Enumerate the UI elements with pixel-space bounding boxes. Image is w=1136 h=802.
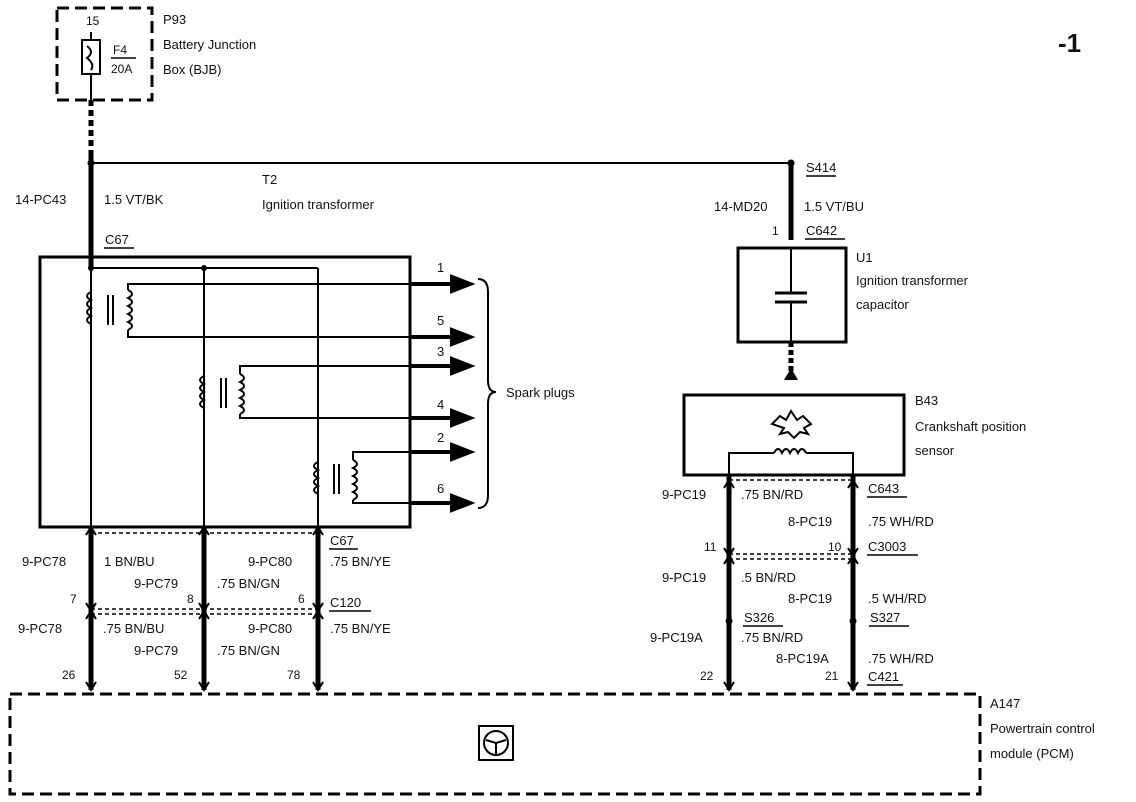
ignition-transformer: T2 Ignition transformer C67 [38,172,575,529]
spark-plugs-brace [477,278,497,509]
sensor-a-circuit: 9-PC19 [662,487,706,502]
capacitor-name-line2: capacitor [856,297,909,312]
powertrain-control-module: A147 Powertrain control module (PCM) [8,692,1095,796]
coil-2 [199,268,410,527]
sensor-b2-spec: .5 WH/RD [868,591,927,606]
pin-10: 10 [828,540,842,554]
pin-26: 26 [62,668,76,682]
pin-8: 8 [187,592,194,606]
sensor-b3-spec: .75 WH/RD [868,651,934,666]
pin-52: 52 [174,668,188,682]
output-label-2: 2 [437,430,444,445]
fuse-rating: 20A [111,62,132,76]
page-marker: -1 [1058,28,1081,58]
lower-pc78-circuit: 9-PC78 [18,621,62,636]
sensor-icon [770,409,813,440]
connector-c421: C421 [868,669,899,684]
sensor-a3-spec: .75 BN/RD [741,630,803,645]
pcm-name-line2: module (PCM) [990,746,1074,761]
pcm-name-line1: Powertrain control [990,721,1095,736]
output-label-3: 3 [437,344,444,359]
sensor-b-spec: .75 WH/RD [868,514,934,529]
sensor-a2-circuit: 9-PC19 [662,570,706,585]
transformer-connector-top: C67 [105,232,129,247]
transformer-id: T2 [262,172,277,187]
crankshaft-position-sensor: B43 Crankshaft position sensor [682,393,1026,477]
lower-pc80-spec: .75 BN/YE [330,621,391,636]
sensor-b-circuit: 8-PC19 [788,514,832,529]
bjb-name-line2: Box (BJB) [163,62,222,77]
sensor-a2-spec: .5 BN/RD [741,570,796,585]
wire-pc43-spec: 1.5 VT/BK [104,192,164,207]
spark-plugs-label: Spark plugs [506,385,575,400]
sensor-name-line1: Crankshaft position [915,419,1026,434]
capacitor-id: U1 [856,250,873,265]
upper-pc78-circuit: 9-PC78 [22,554,66,569]
upper-pc80-spec: .75 BN/YE [330,554,391,569]
connector-c120: C120 [330,595,361,610]
bjb-outline [55,6,154,102]
pin-78: 78 [287,668,301,682]
lower-pc80-circuit: 9-PC80 [248,621,292,636]
upper-pc79-circuit: 9-PC79 [134,576,178,591]
lower-pc78-spec: .75 BN/BU [103,621,164,636]
lower-pc79-circuit: 9-PC79 [134,643,178,658]
sensor-b3-circuit: 8-PC19A [776,651,829,666]
pin-11: 11 [704,540,717,554]
upper-pc80-circuit: 9-PC80 [248,554,292,569]
sensor-b2-circuit: 8-PC19 [788,591,832,606]
output-label-6: 6 [437,481,444,496]
coil-1 [86,268,410,527]
bjb-id: P93 [163,12,186,27]
sensor-name-line2: sensor [915,443,955,458]
bjb-pin: 15 [86,14,100,28]
lower-pc79-spec: .75 BN/GN [217,643,280,658]
wire-pc43-circuit: 14-PC43 [15,192,66,207]
transformer-outline [38,255,412,529]
coil-3 [313,268,410,527]
pin-6: 6 [298,592,305,606]
sensor-id: B43 [915,393,938,408]
ground-icon [784,368,798,380]
ignition-transformer-capacitor: 1 C642 U1 Ignition transformer capacitor [736,223,969,380]
wire-md20-spec: 1.5 VT/BU [804,199,864,214]
fuse-icon [81,32,101,100]
upper-pc78-spec: 1 BN/BU [104,554,155,569]
sensor-connector: C643 [868,481,899,496]
battery-junction-box: 15 F4 20A P93 Battery Junction Box (BJB) [55,6,256,102]
splice-s327: S327 [870,610,900,625]
splice-s326: S326 [744,610,774,625]
sensor-outline [682,393,906,477]
connector-c3003: C3003 [868,539,906,554]
pcm-module-icon [478,725,514,761]
pin-7: 7 [70,592,77,606]
transformer-connector-bottom: C67 [330,533,354,548]
feed-wiring: 14-PC43 1.5 VT/BK S414 14-MD20 1.5 VT/BU [15,100,864,240]
upper-pc79-spec: .75 BN/GN [217,576,280,591]
splice-s414: S414 [806,160,836,175]
output-label-5: 5 [437,313,444,328]
sensor-a3-circuit: 9-PC19A [650,630,703,645]
sensor-a-spec: .75 BN/RD [741,487,803,502]
pin-21: 21 [825,669,839,683]
output-label-4: 4 [437,397,444,412]
transformer-name: Ignition transformer [262,197,375,212]
wire-md20-circuit: 14-MD20 [714,199,767,214]
pcm-id: A147 [990,696,1020,711]
spark-plug-outputs: 1 5 3 4 2 6 [410,260,476,513]
bjb-name-line1: Battery Junction [163,37,256,52]
pin-22: 22 [700,669,714,683]
sensor-wiring: C643 9-PC19 .75 BN/RD 8-PC19 .75 WH/RD 1… [650,475,934,692]
capacitor-name-line1: Ignition transformer [856,273,969,288]
pcm-outline [8,692,982,796]
fuse-id: F4 [113,43,127,57]
capacitor-icon [775,248,807,342]
capacitor-connector: C642 [806,223,837,238]
coil-driver-wiring: C67 9-PC78 1 BN/BU 9-PC79 .75 BN/GN 9-PC… [18,525,391,692]
output-label-1: 1 [437,260,444,275]
capacitor-pin: 1 [772,224,779,238]
